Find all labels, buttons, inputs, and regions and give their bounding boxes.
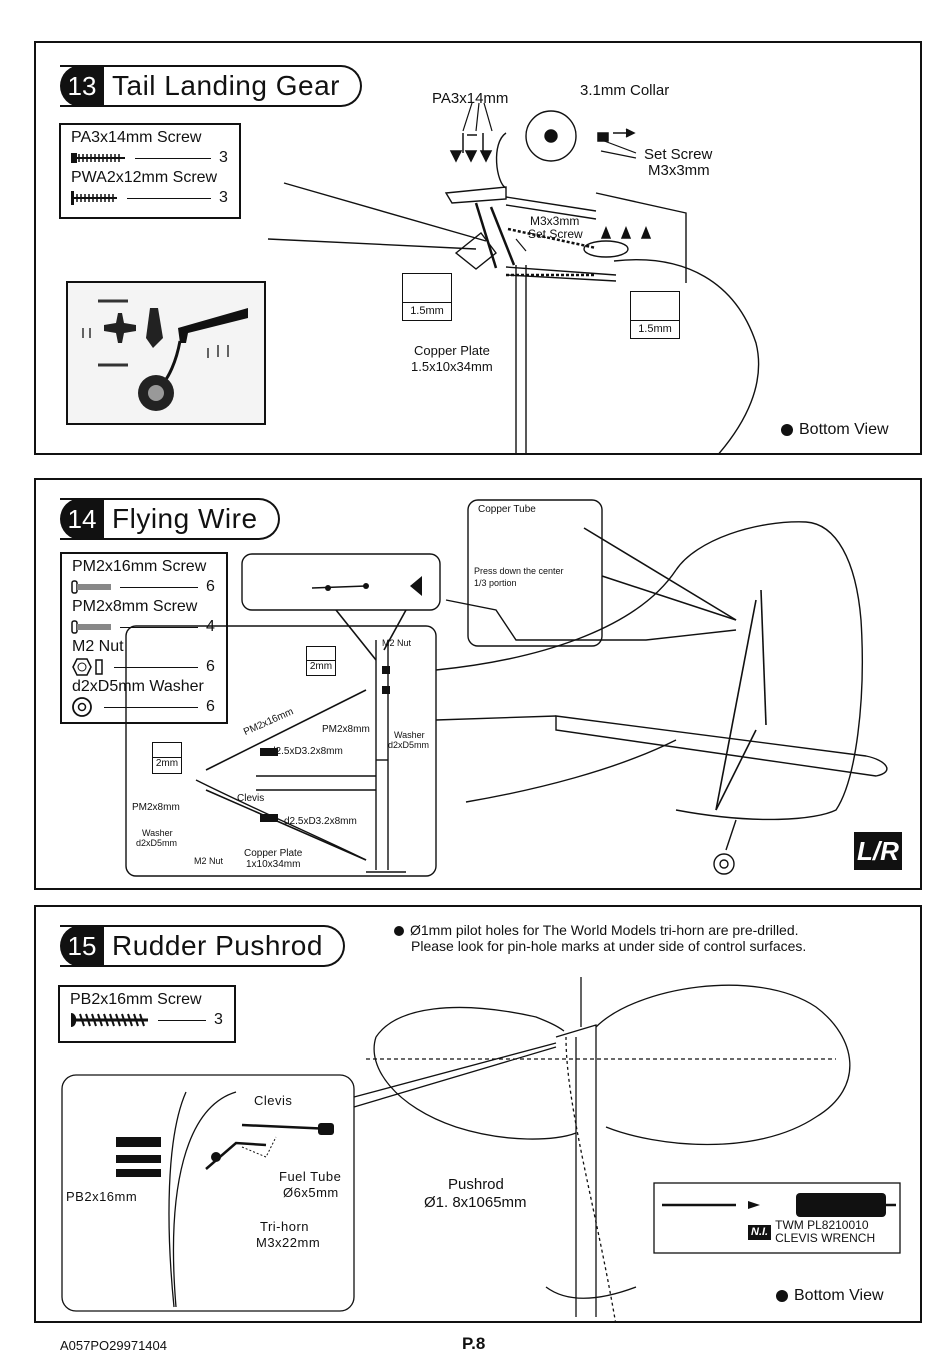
left-right-badge: L/R bbox=[854, 832, 902, 870]
label-press-down: Press down the center bbox=[474, 566, 564, 576]
hole-depth-top: 2mm bbox=[306, 646, 336, 676]
step-number: 15 bbox=[60, 925, 104, 967]
part-qty: 3 bbox=[219, 149, 228, 166]
step-13-title: 13 Tail Landing Gear bbox=[60, 65, 362, 107]
step-14-title: 14 Flying Wire bbox=[60, 498, 280, 540]
label-set-screw-size: M3x3mm bbox=[648, 162, 710, 179]
label-pushrod: Pushrod bbox=[448, 1176, 504, 1193]
bullet-icon bbox=[781, 424, 793, 436]
parts-box-13: PA3x14mm Screw 3 PWA2x12mm Screw 3 bbox=[59, 123, 241, 219]
parts-box-15: PB2x16mm Screw 3 bbox=[58, 985, 236, 1043]
note-line-1: Ø1mm pilot holes for The World Models tr… bbox=[394, 923, 799, 938]
part-label: d2xD5mm Washer bbox=[72, 678, 204, 695]
part-label: PB2x16mm Screw bbox=[70, 991, 202, 1008]
washer-icon bbox=[72, 697, 92, 717]
label-pm2x8-left: PM2x8mm bbox=[132, 802, 180, 813]
label-pushrod-size: Ø1. 8x1065mm bbox=[424, 1194, 527, 1211]
part-qty: 6 bbox=[206, 698, 215, 715]
part-qty: 6 bbox=[206, 658, 215, 675]
label-washer-left: Washer bbox=[142, 828, 173, 838]
label-fuel-tube: Fuel Tube bbox=[279, 1169, 342, 1184]
page-number: P.8 bbox=[462, 1334, 486, 1353]
part-qty: 6 bbox=[206, 578, 215, 595]
label-trihorn-size: M3x22mm bbox=[256, 1235, 321, 1250]
screw-icon bbox=[71, 153, 125, 163]
label-m2-nut-top: M2 Nut bbox=[382, 638, 412, 648]
step-number: 13 bbox=[60, 65, 104, 107]
screw-icon bbox=[71, 620, 111, 634]
clevis-wrench-tool: N.I. TWM PL8210010 CLEVIS WRENCH bbox=[748, 1219, 875, 1245]
label-washer-top-size: d2xD5mm bbox=[388, 740, 430, 750]
label-copper-plate: Copper Plate bbox=[244, 848, 303, 859]
step-15-title: 15 Rudder Pushrod bbox=[60, 925, 345, 967]
tool-name: CLEVIS WRENCH bbox=[775, 1231, 876, 1245]
hole-depth-left: 1.5mm bbox=[402, 273, 452, 321]
label-pm2x8-top: PM2x8mm bbox=[322, 724, 370, 735]
not-included-badge: N.I. bbox=[748, 1224, 772, 1240]
step-number: 14 bbox=[60, 498, 104, 540]
label-trihorn: Tri-horn bbox=[260, 1219, 310, 1234]
part-label: PA3x14mm Screw bbox=[71, 129, 202, 146]
label-d25-bottom: d2.5xD3.2x8mm bbox=[284, 816, 357, 827]
tool-code: TWM PL8210010 bbox=[775, 1218, 869, 1232]
nut-icon bbox=[72, 658, 103, 676]
label-collar: 3.1mm Collar bbox=[580, 82, 670, 99]
part-qty: 3 bbox=[219, 189, 228, 206]
label-copper-plate: Copper Plate bbox=[414, 343, 490, 358]
step-title: Tail Landing Gear bbox=[112, 70, 340, 101]
part-label: PM2x16mm Screw bbox=[72, 558, 207, 575]
note-line-2: Please look for pin-hole marks at under … bbox=[411, 938, 807, 954]
step-15-panel: 15 Rudder Pushrod Ø1mm pilot holes for T… bbox=[34, 905, 922, 1323]
screw-icon bbox=[71, 580, 111, 594]
label-set-screw: Set Screw bbox=[644, 146, 713, 163]
step-13-panel: 13 Tail Landing Gear PA3x14mm Screw 3 PW… bbox=[34, 41, 922, 455]
label-d25-top: d2.5xD3.2x8mm bbox=[270, 746, 343, 757]
bullet-icon bbox=[776, 1290, 788, 1302]
bullet-icon bbox=[394, 925, 404, 936]
label-m2-nut-bottom: M2 Nut bbox=[194, 856, 224, 866]
label-washer-top: Washer bbox=[394, 730, 425, 740]
screw-icon bbox=[71, 1013, 148, 1027]
label-washer-left-size: d2xD5mm bbox=[136, 838, 178, 848]
screw-icon bbox=[71, 191, 117, 205]
depth-label: 1.5mm bbox=[638, 323, 672, 335]
tail-gear-diagram bbox=[267, 102, 760, 453]
parts-photo bbox=[66, 281, 266, 425]
label-m3-set: M3x3mm bbox=[530, 214, 580, 228]
part-qty: 3 bbox=[214, 1011, 223, 1028]
depth-label: 2mm bbox=[309, 661, 333, 672]
part-label: PWA2x12mm Screw bbox=[71, 169, 218, 186]
part-label: M2 Nut bbox=[72, 638, 124, 655]
bottom-view-15: Bottom View bbox=[776, 1287, 884, 1305]
label-pb-screw: PB2x16mm bbox=[66, 1189, 138, 1204]
step-14-panel: 14 Flying Wire PM2x16mm Screw 6 PM2x8mm … bbox=[34, 478, 922, 890]
hole-depth-bottom: 2mm bbox=[152, 742, 182, 774]
step-title: Flying Wire bbox=[112, 503, 258, 534]
step-title: Rudder Pushrod bbox=[112, 930, 323, 961]
label-m3-set-screw: Set Screw bbox=[528, 227, 583, 241]
depth-label: 1.5mm bbox=[410, 305, 444, 317]
hole-depth-right: 1.5mm bbox=[630, 291, 680, 339]
view-label: Bottom View bbox=[799, 421, 889, 438]
label-copper-size: 1.5x10x34mm bbox=[411, 359, 493, 374]
depth-label: 2mm bbox=[155, 758, 179, 769]
view-label: Bottom View bbox=[794, 1287, 884, 1304]
bottom-view-13: Bottom View bbox=[781, 421, 889, 439]
rudder-pushrod-diagram bbox=[61, 977, 901, 1321]
part-label: PM2x8mm Screw bbox=[72, 598, 198, 615]
parts-box-14: PM2x16mm Screw 6 PM2x8mm Screw 4 M2 Nut … bbox=[60, 552, 228, 724]
label-copper-size: 1x10x34mm bbox=[246, 859, 301, 870]
label-copper-tube: Copper Tube bbox=[478, 504, 536, 515]
flying-wire-diagram bbox=[125, 499, 888, 877]
label-clevis: Clevis bbox=[237, 793, 265, 804]
label-pa-screw: PA3x14mm bbox=[432, 90, 509, 107]
label-fuel-size: Ø6x5mm bbox=[283, 1185, 339, 1200]
document-code: A057PO29971404 bbox=[60, 1338, 167, 1353]
label-clevis: Clevis bbox=[254, 1093, 293, 1108]
label-one-third: 1/3 portion bbox=[474, 578, 517, 588]
